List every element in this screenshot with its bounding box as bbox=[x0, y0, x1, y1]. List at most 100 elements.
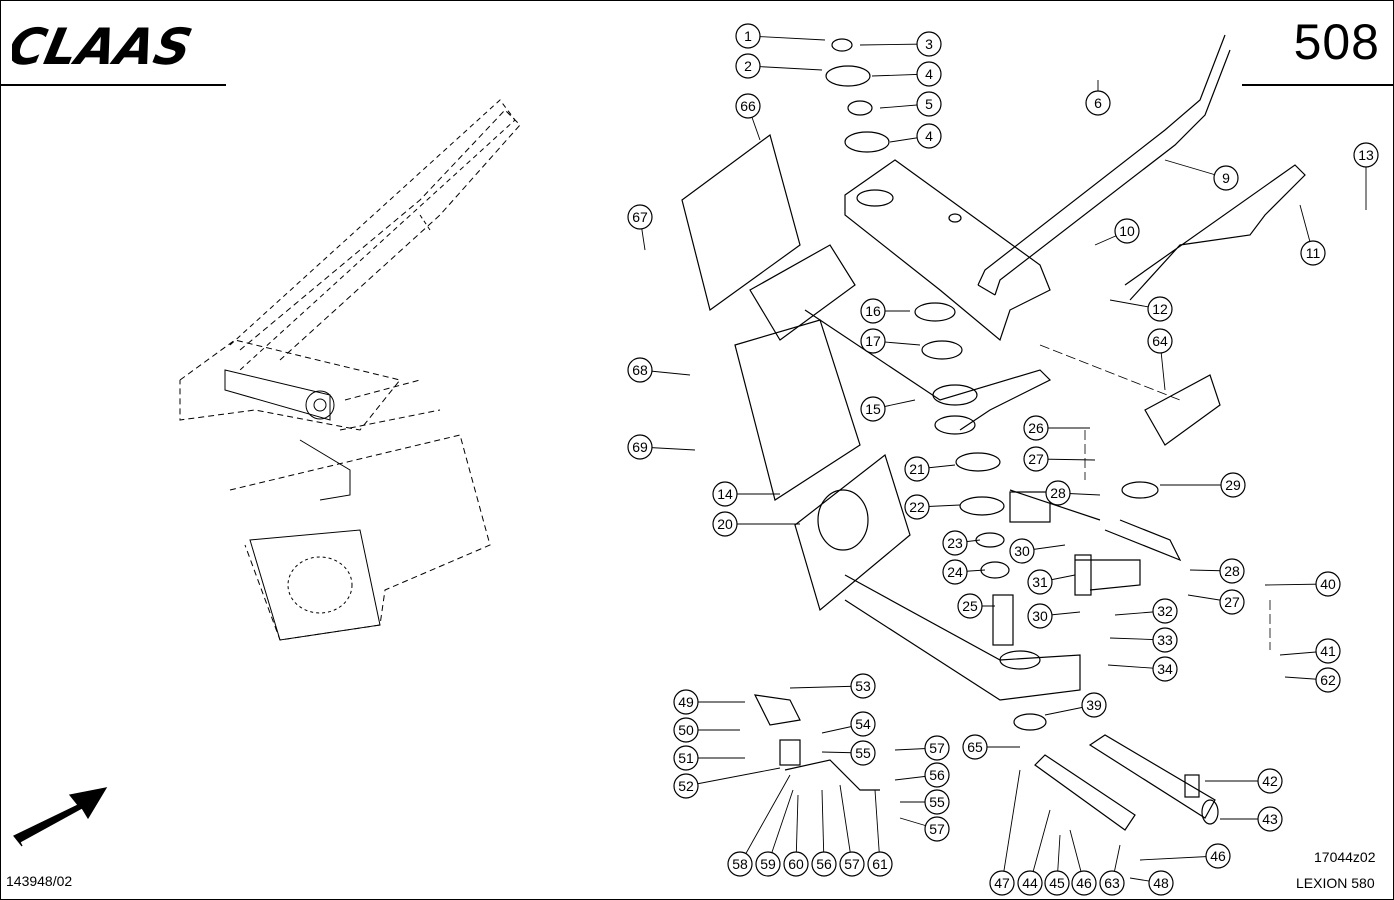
callout-10: 10 bbox=[1094, 218, 1140, 246]
callout-28: 28 bbox=[1189, 558, 1245, 584]
callout-label: 54 bbox=[855, 716, 871, 732]
callout-circle bbox=[1148, 870, 1174, 896]
callout-68: 68 bbox=[627, 357, 691, 383]
callout-63: 63 bbox=[1099, 844, 1125, 896]
callout-label: 51 bbox=[678, 750, 694, 766]
callout-circle bbox=[924, 735, 950, 761]
callout-label: 44 bbox=[1022, 875, 1038, 891]
callout-label: 63 bbox=[1104, 875, 1120, 891]
callout-label: 23 bbox=[947, 535, 963, 551]
callout-label: 68 bbox=[632, 362, 648, 378]
overview-drawing bbox=[179, 99, 521, 641]
callout-circle bbox=[1219, 589, 1245, 615]
callout-4: 4 bbox=[889, 123, 942, 149]
link-bracket bbox=[1074, 481, 1182, 596]
callout-label: 25 bbox=[962, 598, 978, 614]
callout-62: 62 bbox=[1284, 667, 1341, 693]
callout-circle bbox=[673, 745, 699, 771]
callout-circle bbox=[957, 593, 983, 619]
callout-50: 50 bbox=[673, 717, 740, 743]
callout-47: 47 bbox=[989, 769, 1021, 896]
callout-label: 11 bbox=[1306, 245, 1321, 261]
callout-5: 5 bbox=[879, 91, 942, 117]
callout-label: 65 bbox=[967, 739, 983, 755]
callout-circle bbox=[839, 851, 865, 877]
callout-leader bbox=[685, 767, 781, 787]
forward-arrow-icon bbox=[13, 787, 108, 847]
model-name: LEXION 580 bbox=[1296, 875, 1375, 891]
callout-label: 13 bbox=[1358, 147, 1374, 163]
callout-67: 67 bbox=[627, 204, 653, 251]
callout-label: 28 bbox=[1224, 563, 1240, 579]
callout-label: 43 bbox=[1262, 811, 1278, 827]
callout-circle bbox=[1219, 558, 1245, 584]
callout-label: 55 bbox=[929, 794, 945, 810]
logo-rule bbox=[0, 84, 226, 86]
callout-circle bbox=[850, 711, 876, 737]
callout-circle bbox=[1027, 603, 1053, 629]
callout-label: 26 bbox=[1028, 420, 1044, 436]
callout-circle bbox=[1315, 571, 1341, 597]
callout-circle bbox=[755, 851, 781, 877]
callout-label: 64 bbox=[1152, 333, 1168, 349]
callout-circle bbox=[867, 851, 893, 877]
callout-label: 17 bbox=[865, 333, 881, 349]
callout-66: 66 bbox=[735, 93, 761, 141]
callout-3: 3 bbox=[859, 31, 942, 57]
callout-circle bbox=[783, 851, 809, 877]
callout-circle bbox=[916, 91, 942, 117]
callout-circle bbox=[811, 851, 837, 877]
callout-39: 39 bbox=[1044, 692, 1107, 718]
callout-48: 48 bbox=[1129, 870, 1174, 896]
callout-55: 55 bbox=[900, 789, 950, 815]
callout-circle bbox=[1017, 870, 1043, 896]
callout-circle bbox=[1257, 768, 1283, 794]
callout-leader bbox=[1001, 769, 1021, 884]
callout-circle bbox=[860, 298, 886, 324]
frame-rail bbox=[977, 34, 1231, 296]
callout-label: 1 bbox=[744, 28, 752, 44]
callout-label: 27 bbox=[1028, 451, 1044, 467]
callout-49: 49 bbox=[673, 689, 745, 715]
callout-label: 21 bbox=[909, 461, 925, 477]
callout-56: 56 bbox=[811, 789, 837, 877]
page-number: 508 bbox=[1293, 14, 1380, 70]
callout-46: 46 bbox=[1139, 843, 1231, 869]
callout-label: 39 bbox=[1086, 697, 1102, 713]
callout-64: 64 bbox=[1147, 328, 1173, 391]
callout-circle bbox=[924, 816, 950, 842]
callout-46: 46 bbox=[1069, 829, 1097, 896]
callout-circle bbox=[1220, 472, 1246, 498]
callout-label: 66 bbox=[740, 98, 756, 114]
callout-label: 24 bbox=[947, 564, 963, 580]
callout-42: 42 bbox=[1205, 768, 1283, 794]
callout-label: 28 bbox=[1050, 485, 1066, 501]
callout-21: 21 bbox=[904, 456, 956, 482]
callout-13: 13 bbox=[1353, 142, 1379, 210]
callout-56: 56 bbox=[894, 762, 950, 788]
callout-circle bbox=[860, 396, 886, 422]
callout-44: 44 bbox=[1017, 809, 1051, 896]
callout-23: 23 bbox=[942, 530, 981, 556]
callout-circle bbox=[735, 23, 761, 49]
callout-label: 62 bbox=[1320, 672, 1336, 688]
callout-32: 32 bbox=[1114, 598, 1178, 624]
callout-circle bbox=[627, 204, 653, 230]
callout-51: 51 bbox=[673, 745, 745, 771]
callout-label: 30 bbox=[1032, 608, 1048, 624]
callout-57: 57 bbox=[894, 735, 950, 761]
callout-circle bbox=[860, 328, 886, 354]
callout-circle bbox=[1213, 165, 1239, 191]
callout-circle bbox=[727, 851, 753, 877]
callout-label: 56 bbox=[816, 856, 832, 872]
callout-15: 15 bbox=[860, 396, 916, 422]
callout-circle bbox=[673, 773, 699, 799]
callout-circle bbox=[1152, 656, 1178, 682]
callout-leader bbox=[1139, 855, 1219, 861]
callout-59: 59 bbox=[755, 789, 794, 877]
callout-label: 5 bbox=[925, 96, 933, 112]
callout-leader bbox=[767, 789, 794, 865]
callout-label: 60 bbox=[788, 856, 804, 872]
callout-circle bbox=[1147, 328, 1173, 354]
